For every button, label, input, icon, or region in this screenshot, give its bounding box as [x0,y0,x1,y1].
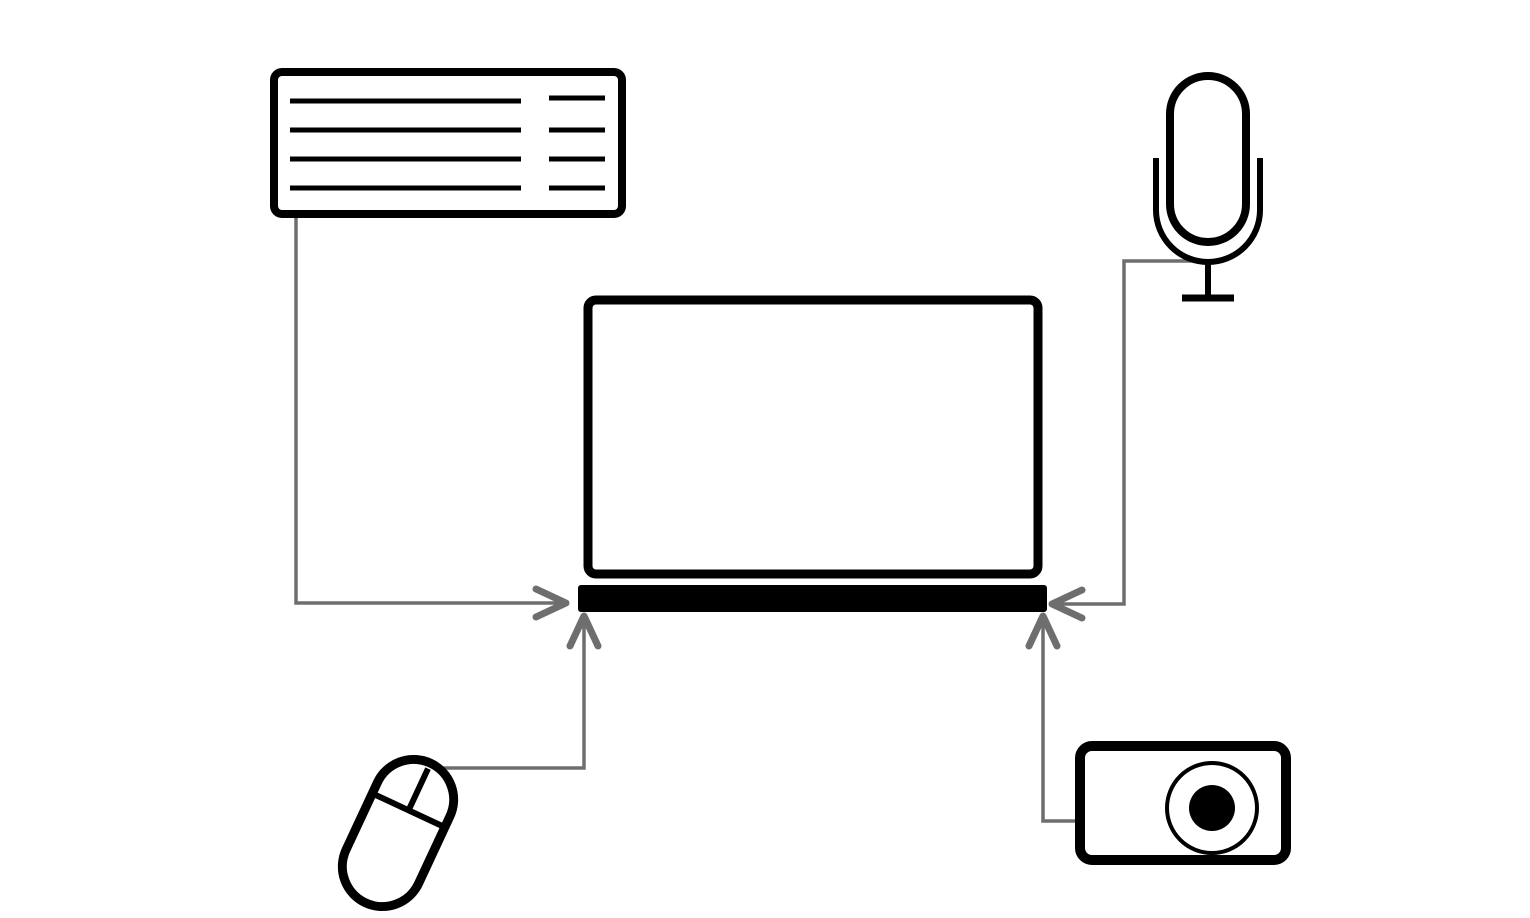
connector-microphone-to-laptop [1048,259,1204,622]
connector-camera-to-laptop [1025,612,1080,823]
arrowhead-up-right [1025,612,1061,650]
laptop-screen [583,295,1043,579]
mouse-icon [337,754,459,912]
camera-icon [1075,741,1291,865]
laptop-base [578,585,1047,612]
connector-keyboard-to-laptop [294,216,570,621]
arrowhead-up-left [566,612,602,650]
arrowhead-left [532,585,570,621]
keyboard-icon [270,68,626,218]
arrowhead-right [1048,586,1086,622]
camera-lens [1189,785,1235,831]
laptop-icon [578,295,1047,612]
microphone-icon [1153,72,1263,302]
connector-mouse-to-laptop [432,612,602,770]
